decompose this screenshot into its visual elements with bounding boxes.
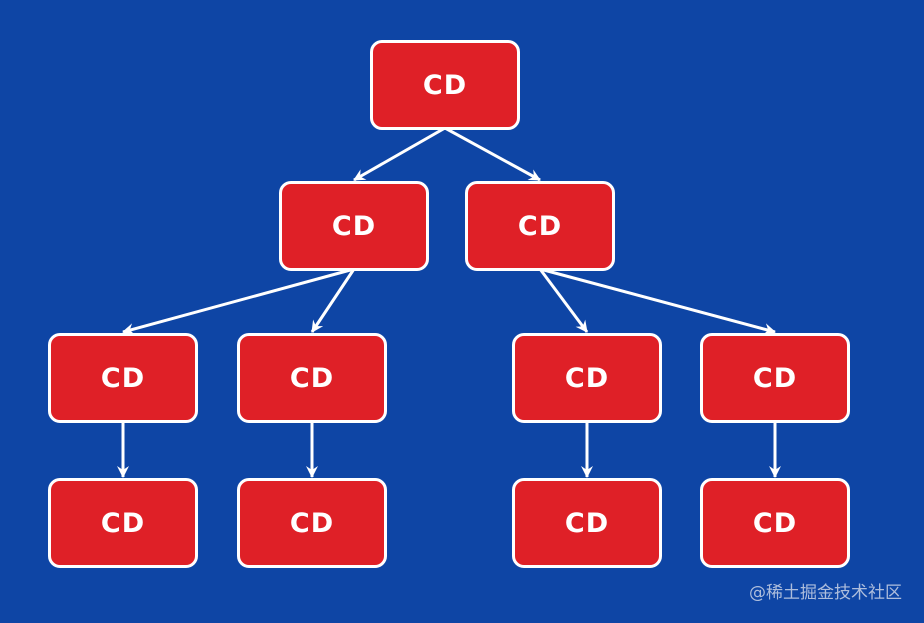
tree-node-level1-right: CD [465,181,615,271]
edge-r1-to-r2a [538,268,589,333]
tree-node-level3-1: CD [48,478,198,568]
edge-l1-to-l2b [310,268,356,333]
edge-r1-to-r2b [539,267,776,335]
tree-node-level2-4: CD [700,333,850,423]
edge-root-to-l1 [353,126,446,182]
edge-l1-to-l2a [122,267,355,335]
tree-node-level2-3: CD [512,333,662,423]
edge-root-to-r1 [444,126,541,182]
watermark-text: @稀土掘金技术社区 [749,583,902,603]
tree-node-level3-2: CD [237,478,387,568]
tree-node-level1-left: CD [279,181,429,271]
tree-node-root: CD [370,40,520,130]
tree-node-level2-2: CD [237,333,387,423]
tree-node-level3-3: CD [512,478,662,568]
tree-node-level3-4: CD [700,478,850,568]
tree-node-level2-1: CD [48,333,198,423]
